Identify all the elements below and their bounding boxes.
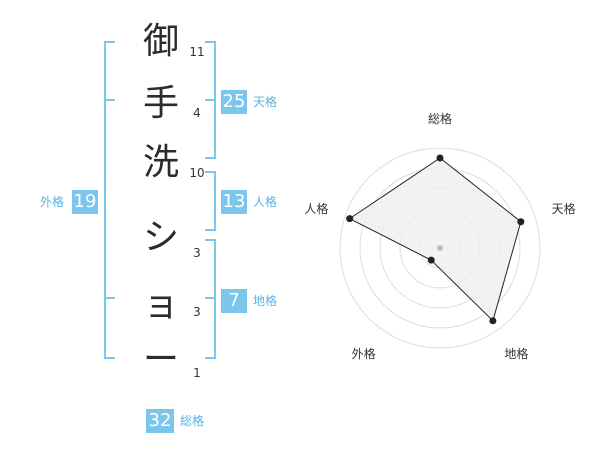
- stroke-count-6: 1: [193, 366, 201, 380]
- radar-point-5: [346, 215, 354, 223]
- radar-axis-label-3: 地格: [504, 347, 529, 362]
- jinkaku-label: 人格: [253, 195, 278, 209]
- name-char-6: ー: [142, 339, 179, 380]
- stroke-count-2: 4: [193, 106, 201, 120]
- jinkaku-value: 13: [221, 190, 247, 214]
- tenkaku-label: 天格: [253, 95, 278, 109]
- name-char-4: シ: [142, 217, 179, 258]
- chikaku-label: 地格: [253, 294, 278, 308]
- radar-axis-label-5: 人格: [304, 201, 329, 216]
- stroke-count-4: 3: [193, 246, 201, 260]
- radar-center: [437, 245, 443, 251]
- name-char-5: ョ: [142, 284, 179, 325]
- radar-point-3: [489, 317, 497, 325]
- stroke-count-1: 11: [189, 45, 205, 59]
- radar-axis-label-1: 総格: [427, 112, 452, 126]
- radar-point-1: [436, 154, 444, 162]
- soukaku-label: 総格: [180, 414, 205, 428]
- radar-point-4: [427, 256, 435, 264]
- chikaku-value: 7: [221, 289, 247, 313]
- radar-polygon: [348, 157, 522, 322]
- name-char-1: 御: [142, 21, 179, 62]
- gaikaku-label: 外格: [40, 195, 65, 209]
- soukaku-value: 32: [146, 409, 174, 433]
- gaikaku-value: 19: [72, 190, 98, 214]
- tenkaku-value: 25: [221, 90, 247, 114]
- name-char-2: 手: [142, 83, 179, 124]
- jinkaku-bracket: [205, 171, 216, 231]
- radar-ring: [339, 147, 541, 349]
- outer-bracket: [104, 41, 115, 359]
- radar-axis-label-2: 天格: [551, 201, 576, 216]
- radar-axis-label-4: 外格: [351, 347, 376, 362]
- stroke-count-3: 10: [189, 166, 205, 180]
- radar-point-2: [517, 218, 525, 226]
- name-char-3: 洗: [142, 142, 179, 183]
- stroke-count-5: 3: [193, 305, 201, 319]
